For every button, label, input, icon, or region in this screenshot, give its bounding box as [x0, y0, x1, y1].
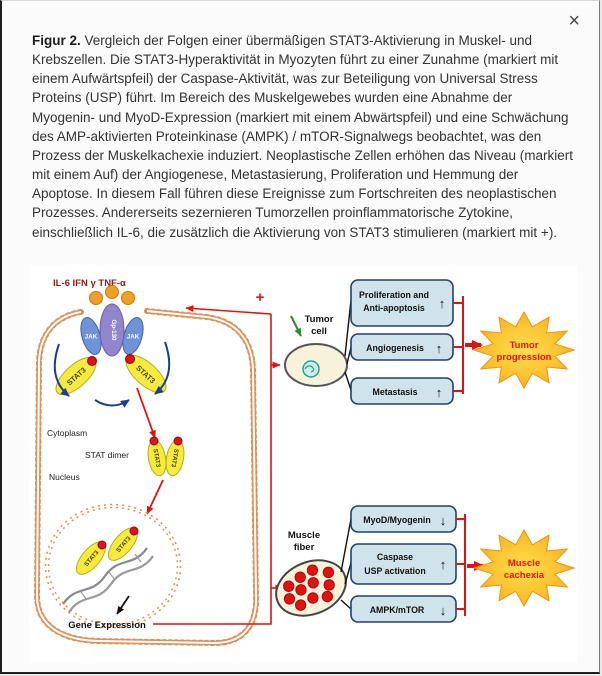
- phosphate-dot: [149, 436, 159, 446]
- muscle-cachexia-star: Muscle cachexia: [472, 528, 576, 608]
- dna-helix: [62, 547, 154, 613]
- tumor-cell-pointer-arrow: [290, 315, 302, 337]
- stat3-monomer-right: STAT3: [125, 354, 167, 394]
- caspase-box: Caspase USP activation ↑: [350, 543, 457, 585]
- tumor-rail: [453, 296, 464, 394]
- dimerization-arrow: [136, 387, 156, 439]
- stat3-on-dna-right: STAT3: [107, 526, 139, 561]
- cell-membrane: [33, 308, 260, 647]
- cell-signaling-panel: IL-6 IFN γ TNF-α JAK JAK Gp-130: [33, 278, 260, 647]
- muscle-fiber-shape: [275, 559, 347, 617]
- stat3-monomer-left: STAT3: [55, 356, 97, 396]
- up-arrow-icon: ↑: [440, 557, 447, 572]
- up-arrow-icon: ↑: [439, 296, 446, 311]
- phosphate-dot: [97, 540, 107, 550]
- red-signal-connectors: [153, 305, 284, 625]
- nucleus-label: Nucleus: [49, 472, 80, 482]
- ampk-label: AMPK/mTOR: [370, 605, 425, 615]
- activation-arrows: [53, 341, 171, 408]
- jak-left-label: JAK: [85, 334, 98, 341]
- caspase-label: Caspase: [377, 552, 413, 562]
- tumor-progression-label: Tumor: [510, 340, 539, 351]
- tumor-pathway: Tumor cell Proliferation and Anti-apop: [284, 279, 576, 405]
- muscle-box-connectors: [340, 518, 352, 610]
- stat3-label: STAT3: [169, 448, 179, 468]
- plus-stimulation-label: +: [256, 289, 265, 306]
- muscle-pathway: Muscle fiber: [275, 505, 576, 623]
- myofibril-dots: [283, 564, 335, 611]
- tumor-progression-star: Tumor progression: [472, 310, 576, 390]
- muscle-cachexia-label: Muscle: [508, 558, 540, 569]
- figure-caption-label: Figur 2.: [32, 33, 81, 48]
- angiogenesis-box: Angiogenesis ↑: [350, 333, 454, 361]
- muscle-cachexia-label: cachexia: [504, 570, 545, 581]
- cytokine-ligands: [89, 285, 135, 305]
- tumor-cell-shape: [284, 343, 348, 387]
- angiogenesis-label: Angiogenesis: [366, 343, 424, 353]
- figure-image: IL-6 IFN γ TNF-α JAK JAK Gp-130: [29, 265, 577, 663]
- tumor-box-connectors: [344, 299, 352, 391]
- down-arrow-icon: ↓: [440, 513, 447, 528]
- proliferation-label: Anti-apoptosis: [363, 303, 425, 313]
- pathway-diagram: IL-6 IFN γ TNF-α JAK JAK Gp-130: [33, 278, 576, 647]
- stat3-on-dna-left: STAT3: [75, 540, 107, 575]
- ampk-box: AMPK/mTOR ↓: [350, 595, 457, 623]
- down-arrow-icon: ↓: [440, 603, 447, 618]
- phosphate-dot: [87, 356, 97, 366]
- stat3-label: STAT3: [151, 448, 161, 468]
- gp130-label: Gp-130: [110, 320, 117, 342]
- muscle-fiber-label: fiber: [294, 542, 315, 553]
- tumor-cell-label: Tumor: [305, 314, 334, 325]
- transcription-arrow: [116, 595, 130, 615]
- metastasis-label: Metastasis: [373, 387, 418, 397]
- phosphate-dot: [173, 436, 183, 446]
- up-arrow-icon: ↑: [436, 385, 443, 400]
- myod-label: MyoD/Myogenin: [363, 515, 430, 525]
- nucleus-outline: [44, 503, 182, 629]
- phosphate-dot: [125, 354, 135, 364]
- gp130-receptor: JAK JAK Gp-130: [80, 303, 144, 357]
- figure-caption-body: Vergleich der Folgen einer übermäßigen S…: [32, 33, 574, 240]
- myod-box: MyoD/Myogenin ↓: [350, 505, 457, 533]
- proliferation-label: Proliferation and: [359, 290, 429, 300]
- cytoplasm-label: Cytoplasm: [47, 428, 87, 438]
- cytokines-label: IL-6 IFN γ TNF-α: [53, 278, 126, 289]
- nuclear-import-arrow: [146, 479, 164, 515]
- muscle-fiber-label: Muscle: [288, 530, 320, 541]
- gene-expression-label: Gene Expression: [68, 620, 146, 631]
- tumor-cell-label: cell: [311, 326, 327, 337]
- figure-caption: Figur 2. Vergleich der Folgen einer über…: [32, 31, 574, 242]
- caspase-label: USP activation: [364, 566, 425, 576]
- stat-dimer-label: STAT dimer: [85, 450, 129, 460]
- jak-right-label: JAK: [127, 334, 140, 341]
- metastasis-box: Metastasis ↑: [350, 377, 454, 405]
- tumor-progression-label: progression: [497, 352, 552, 363]
- proliferation-box: Proliferation and Anti-apoptosis ↑: [350, 279, 454, 327]
- muscle-rail: [456, 514, 466, 616]
- up-arrow-icon: ↑: [436, 341, 443, 356]
- phosphate-dot: [129, 526, 139, 536]
- close-icon[interactable]: ×: [563, 9, 585, 33]
- stat3-dimer: STAT3 STAT3: [147, 436, 185, 477]
